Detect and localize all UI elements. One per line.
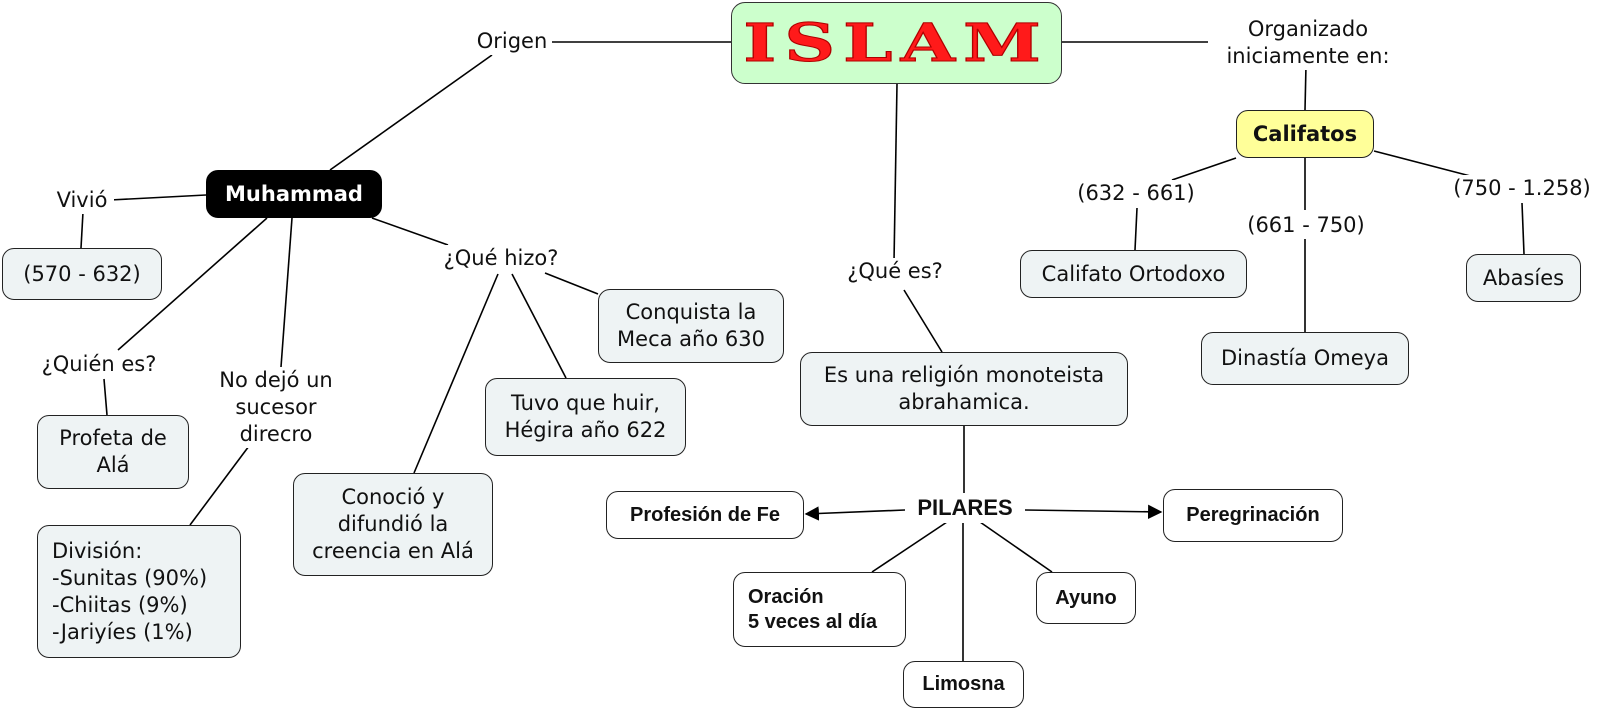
label-que-hizo: ¿Qué hizo? bbox=[436, 245, 566, 272]
label-que-es: ¿Qué es? bbox=[840, 258, 950, 285]
node-years[interactable]: (570 - 632) bbox=[2, 248, 162, 300]
label-no-sucesor: No dejó un sucesor direcro bbox=[206, 367, 346, 448]
label-pilares: PILARES bbox=[905, 493, 1025, 523]
label-organizado: Organizado iniciamente en: bbox=[1208, 16, 1408, 70]
label-vivio: Vivió bbox=[50, 187, 114, 214]
node-conquista[interactable]: Conquista la Meca año 630 bbox=[598, 289, 784, 363]
node-huir[interactable]: Tuvo que huir, Hégira año 622 bbox=[485, 378, 686, 456]
node-profesion-fe[interactable]: Profesión de Fe bbox=[606, 491, 804, 539]
node-definicion[interactable]: Es una religión monoteista abrahamica. bbox=[800, 352, 1128, 426]
label-period-2: (661 - 750) bbox=[1236, 212, 1376, 239]
node-conocio[interactable]: Conoció y difundió la creencia en Alá bbox=[293, 473, 493, 576]
node-peregrinacion[interactable]: Peregrinación bbox=[1163, 489, 1343, 542]
label-period-1: (632 - 661) bbox=[1066, 180, 1206, 207]
node-ayuno[interactable]: Ayuno bbox=[1036, 572, 1136, 624]
label-period-3: (750 - 1.258) bbox=[1440, 175, 1600, 202]
node-muhammad[interactable]: Muhammad bbox=[206, 170, 382, 218]
node-dinastia-omeya[interactable]: Dinastía Omeya bbox=[1201, 332, 1409, 385]
root-node-islam[interactable]: ISLAM bbox=[731, 2, 1062, 84]
node-abasies[interactable]: Abasíes bbox=[1466, 254, 1581, 302]
node-califatos[interactable]: Califatos bbox=[1236, 110, 1374, 158]
node-califato-ortodoxo[interactable]: Califato Ortodoxo bbox=[1020, 250, 1247, 298]
node-division[interactable]: División: -Sunitas (90%) -Chiitas (9%) -… bbox=[37, 525, 241, 658]
root-title: ISLAM bbox=[743, 12, 1050, 74]
label-origen: Origen bbox=[472, 28, 552, 55]
node-limosna[interactable]: Limosna bbox=[903, 661, 1024, 708]
node-profeta[interactable]: Profeta de Alá bbox=[37, 415, 189, 489]
node-oracion[interactable]: Oración 5 veces al día bbox=[733, 572, 906, 647]
label-quien-es: ¿Quién es? bbox=[34, 351, 164, 378]
